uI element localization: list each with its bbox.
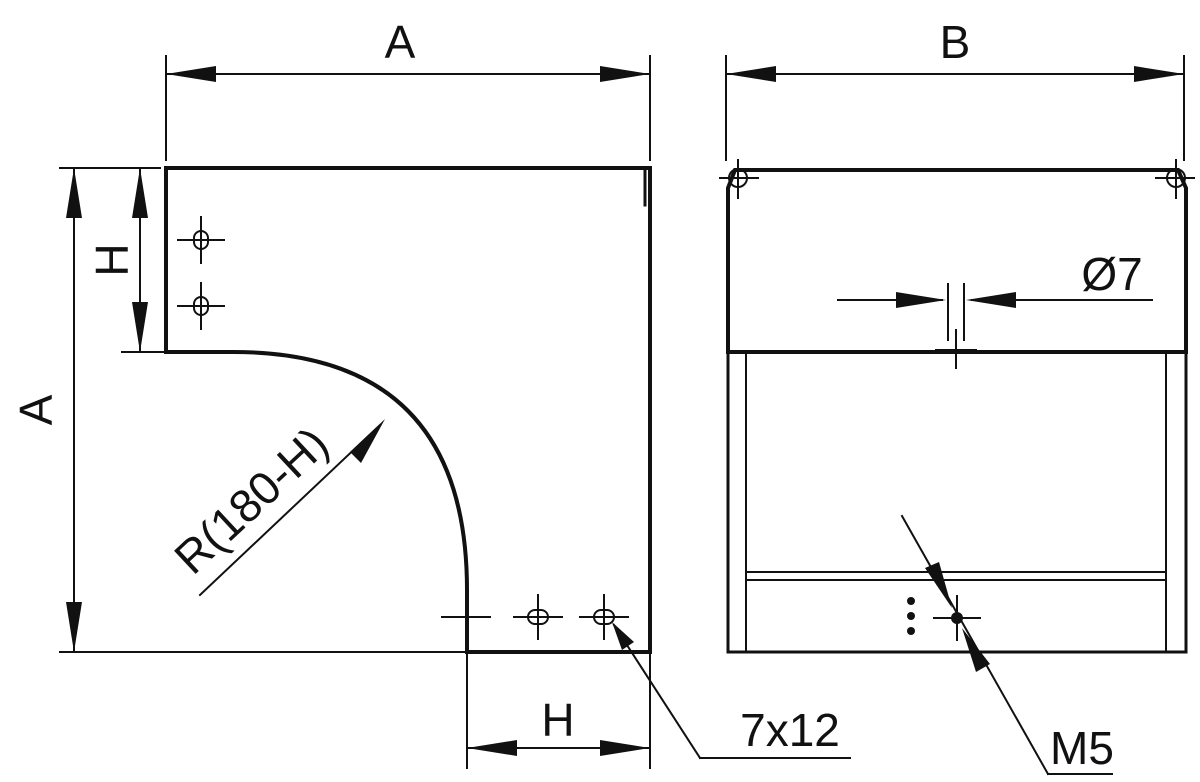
hole-bottom-2 bbox=[513, 594, 563, 640]
dim-radius: R(180-H) bbox=[164, 417, 385, 597]
dim-left-h-label: H bbox=[86, 243, 138, 276]
slotted-hole-icon bbox=[593, 609, 615, 625]
dim-top-b: B bbox=[725, 16, 1185, 161]
leader-slot-label: 7x12 bbox=[740, 704, 840, 756]
dim-bottom-h-label: H bbox=[541, 694, 574, 746]
dim-left-a: A bbox=[10, 167, 467, 653]
dim-top-b-label: B bbox=[940, 16, 971, 68]
leader-slot: 7x12 bbox=[612, 622, 851, 760]
dim-left-h: H bbox=[86, 167, 167, 353]
plan-outline bbox=[164, 166, 652, 654]
lid-screw-right bbox=[1155, 159, 1195, 199]
slotted-hole-icon bbox=[193, 230, 209, 250]
dim-diameter: Ø7 bbox=[837, 248, 1153, 369]
hole-left-1 bbox=[177, 216, 225, 264]
lid-screw-left bbox=[719, 159, 759, 199]
dim-left-a-label: A bbox=[10, 394, 62, 425]
dim-bottom-h: H bbox=[466, 651, 651, 769]
dim-top-a-label: A bbox=[385, 16, 416, 68]
side-view: B bbox=[719, 16, 1195, 776]
hole-left-2 bbox=[177, 282, 225, 330]
dim-top-a: A bbox=[165, 16, 651, 161]
side-body bbox=[726, 350, 1188, 654]
plan-view: A A H H bbox=[10, 16, 851, 769]
dim-diameter-label: Ø7 bbox=[1081, 248, 1142, 300]
slotted-hole-icon bbox=[527, 609, 549, 625]
dim-screw-label: M5 bbox=[1050, 722, 1114, 774]
hole-bottom-1 bbox=[441, 596, 491, 638]
dim-radius-label: R(180-H) bbox=[164, 417, 338, 584]
hole-bottom-3 bbox=[579, 594, 629, 640]
slotted-hole-icon bbox=[193, 296, 209, 316]
screw-m5: M5 bbox=[900, 514, 1114, 776]
